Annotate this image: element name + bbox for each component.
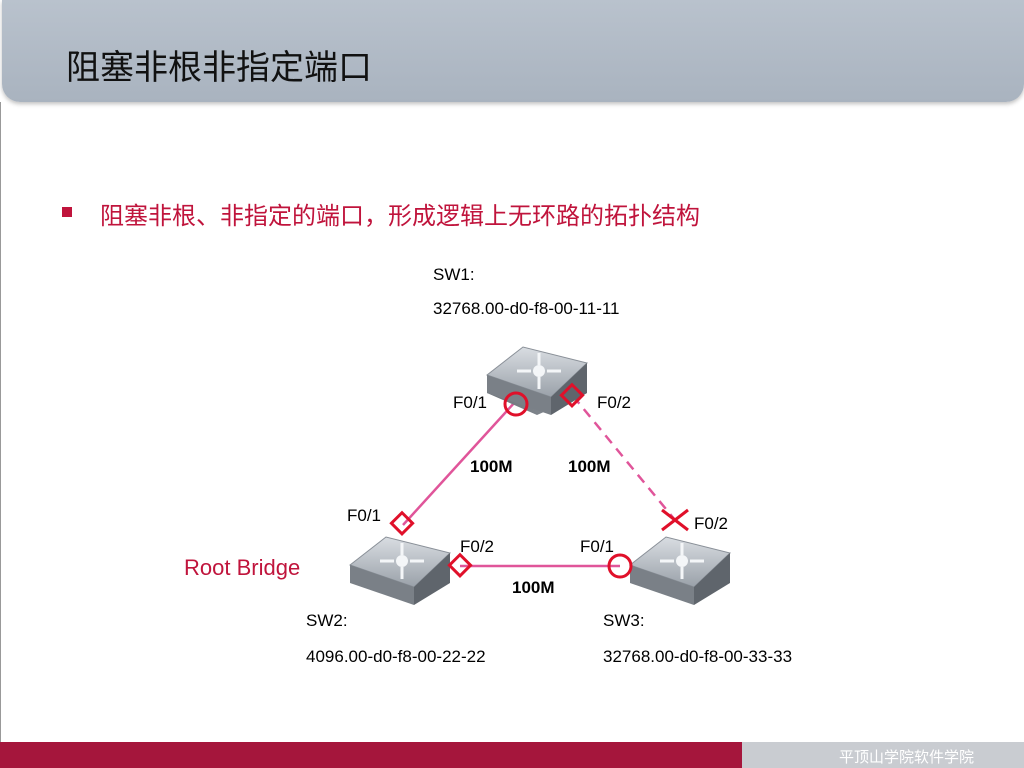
sw2-name: SW2: [306, 611, 348, 630]
sw3-bridge-id: 32768.00-d0-f8-00-33-33 [603, 647, 793, 666]
slide-border [0, 102, 1, 742]
root-bridge-label: Root Bridge [184, 555, 301, 580]
bullet-text: 阻塞非根、非指定的端口，形成逻辑上无环路的拓扑结构 [100, 202, 700, 230]
root-port-sw3-icon [607, 553, 633, 579]
link-sw1-sw3-speed: 100M [568, 457, 611, 476]
sw1-name: SW1: [433, 265, 475, 284]
link-sw1-sw2-speed: 100M [470, 457, 513, 476]
sw3-name: SW3: [603, 611, 645, 630]
switch-sw3-icon [628, 536, 732, 605]
switch-sw2-icon [348, 536, 452, 605]
sw3-port-f01-label: F0/1 [580, 537, 615, 556]
sw2-port-f02-label: F0/2 [460, 537, 495, 556]
blocked-port-sw3-icon [661, 508, 689, 532]
root-port-sw1-icon [503, 391, 529, 417]
designated-port-sw2-f02-icon [447, 552, 473, 579]
bullet-square-icon [62, 207, 72, 217]
page-title: 阻塞非根非指定端口 [66, 48, 372, 88]
sw1-port-f02-label: F0/2 [597, 393, 632, 412]
sw1-port-f01-label: F0/1 [453, 393, 488, 412]
link-sw1-sw2 [402, 401, 516, 526]
designated-port-sw1-icon [559, 382, 585, 409]
sw2-bridge-id: 4096.00-d0-f8-00-22-22 [306, 647, 486, 666]
sw3-port-f02-label: F0/2 [694, 514, 729, 533]
sw2-port-f01-label: F0/1 [347, 506, 382, 525]
header-bar: 阻塞非根非指定端口 [2, 0, 1024, 102]
sw1-bridge-id: 32768.00-d0-f8-00-11-11 [433, 299, 620, 318]
link-sw2-sw3-speed: 100M [512, 578, 555, 597]
designated-port-sw2-f01-icon [389, 510, 415, 537]
link-sw1-sw3-blocked [572, 395, 676, 521]
footer-brand-text: 平顶山学院软件学院 [838, 748, 974, 766]
footer-brand-area: 平顶山学院软件学院 [742, 742, 1024, 768]
footer-bar [0, 742, 742, 768]
